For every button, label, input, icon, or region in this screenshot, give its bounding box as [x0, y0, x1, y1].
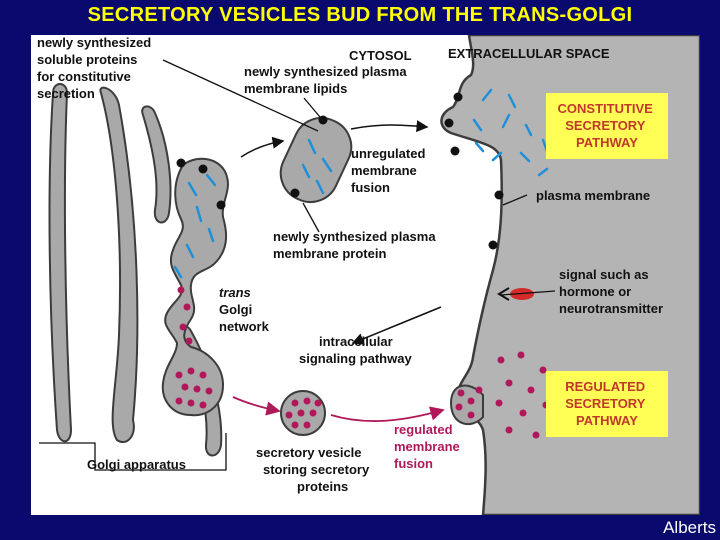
receptor: [497, 287, 510, 301]
membrane-protein-dot: [450, 146, 460, 156]
membrane-protein-dots: [444, 92, 504, 250]
secreted-regulated-proteins: [495, 351, 550, 439]
regulated-arrows: [232, 396, 445, 422]
membrane-protein-dot: [494, 190, 504, 200]
membrane-protein-dot: [444, 118, 454, 128]
label-unregulated-fusion: unregulated membrane fusion: [351, 146, 429, 195]
label-plasma-membrane-lipids: newly synthesized plasma membrane lipids: [244, 64, 410, 96]
golgi-cisterna: [99, 86, 139, 443]
label-soluble-proteins: newly synthesized soluble proteins for c…: [37, 35, 155, 101]
constitutive-vesicle: [279, 115, 353, 204]
label-cytosol: CYTOSOL: [349, 48, 412, 63]
label-signal: signal such as hormone or neurotransmitt…: [559, 267, 663, 316]
arrow-vesicle-to-membrane: [350, 120, 429, 133]
membrane-protein-dot: [176, 158, 186, 168]
label-pointer-lines: [39, 59, 556, 471]
membrane-protein-dot: [488, 240, 498, 250]
label-intracellular-pathway: intracellular signaling pathway: [299, 334, 412, 366]
label-regulated-fusion: regulated membrane fusion: [394, 422, 463, 471]
regulated-pathway-box: REGULATED SECRETORY PATHWAY: [546, 371, 668, 437]
fusing-regulated-vesicle: [449, 384, 484, 426]
constitutive-pathway-box: CONSTITUTIVE SECRETORY PATHWAY: [546, 93, 668, 159]
label-secretory-vesicle: secretory vesicle storing secretory prot…: [256, 445, 373, 494]
svg-text:CONSTITUTIVE SECRETORY: CONSTITUTIVE SECRETORY PATHWAY: [558, 101, 657, 150]
golgi-cisterna: [141, 105, 172, 224]
label-extracellular-space: EXTRACELLULAR SPACE: [448, 46, 610, 61]
arrow-tgn-to-storage: [232, 396, 281, 416]
arrow-intracellular-signal: [351, 306, 442, 345]
membrane-protein-dot: [198, 164, 208, 174]
slide-title: SECRETORY VESICLES BUD FROM THE TRANS-GO…: [87, 4, 633, 26]
secretory-pathway-diagram: newly synthesized soluble proteins for c…: [31, 33, 702, 517]
trans-golgi-network: [161, 157, 229, 417]
arrow-storage-to-membrane: [330, 406, 445, 422]
label-trans-golgi-network: trans Golgi network: [219, 285, 270, 334]
membrane-protein-dot: [216, 200, 226, 210]
membrane-protein-dot: [290, 188, 300, 198]
image-credit: Alberts: [663, 518, 716, 537]
label-plasma-membrane: plasma membrane: [536, 188, 650, 203]
label-golgi-apparatus: Golgi apparatus: [87, 457, 186, 472]
label-plasma-membrane-protein: newly synthesized plasma membrane protei…: [273, 229, 439, 261]
pathway-arrows: [240, 120, 442, 345]
golgi-cisterna: [48, 83, 73, 443]
secretory-storage-vesicle: [280, 390, 326, 436]
arrow-golgi-to-vesicle: [240, 136, 285, 158]
membrane-protein-dot: [453, 92, 463, 102]
text-labels: newly synthesized soluble proteins for c…: [37, 35, 663, 494]
svg-text:REGULATED SECRETORY: REGULATED SECRETORY PATHWAY: [565, 379, 649, 428]
golgi-apparatus: [48, 83, 223, 457]
